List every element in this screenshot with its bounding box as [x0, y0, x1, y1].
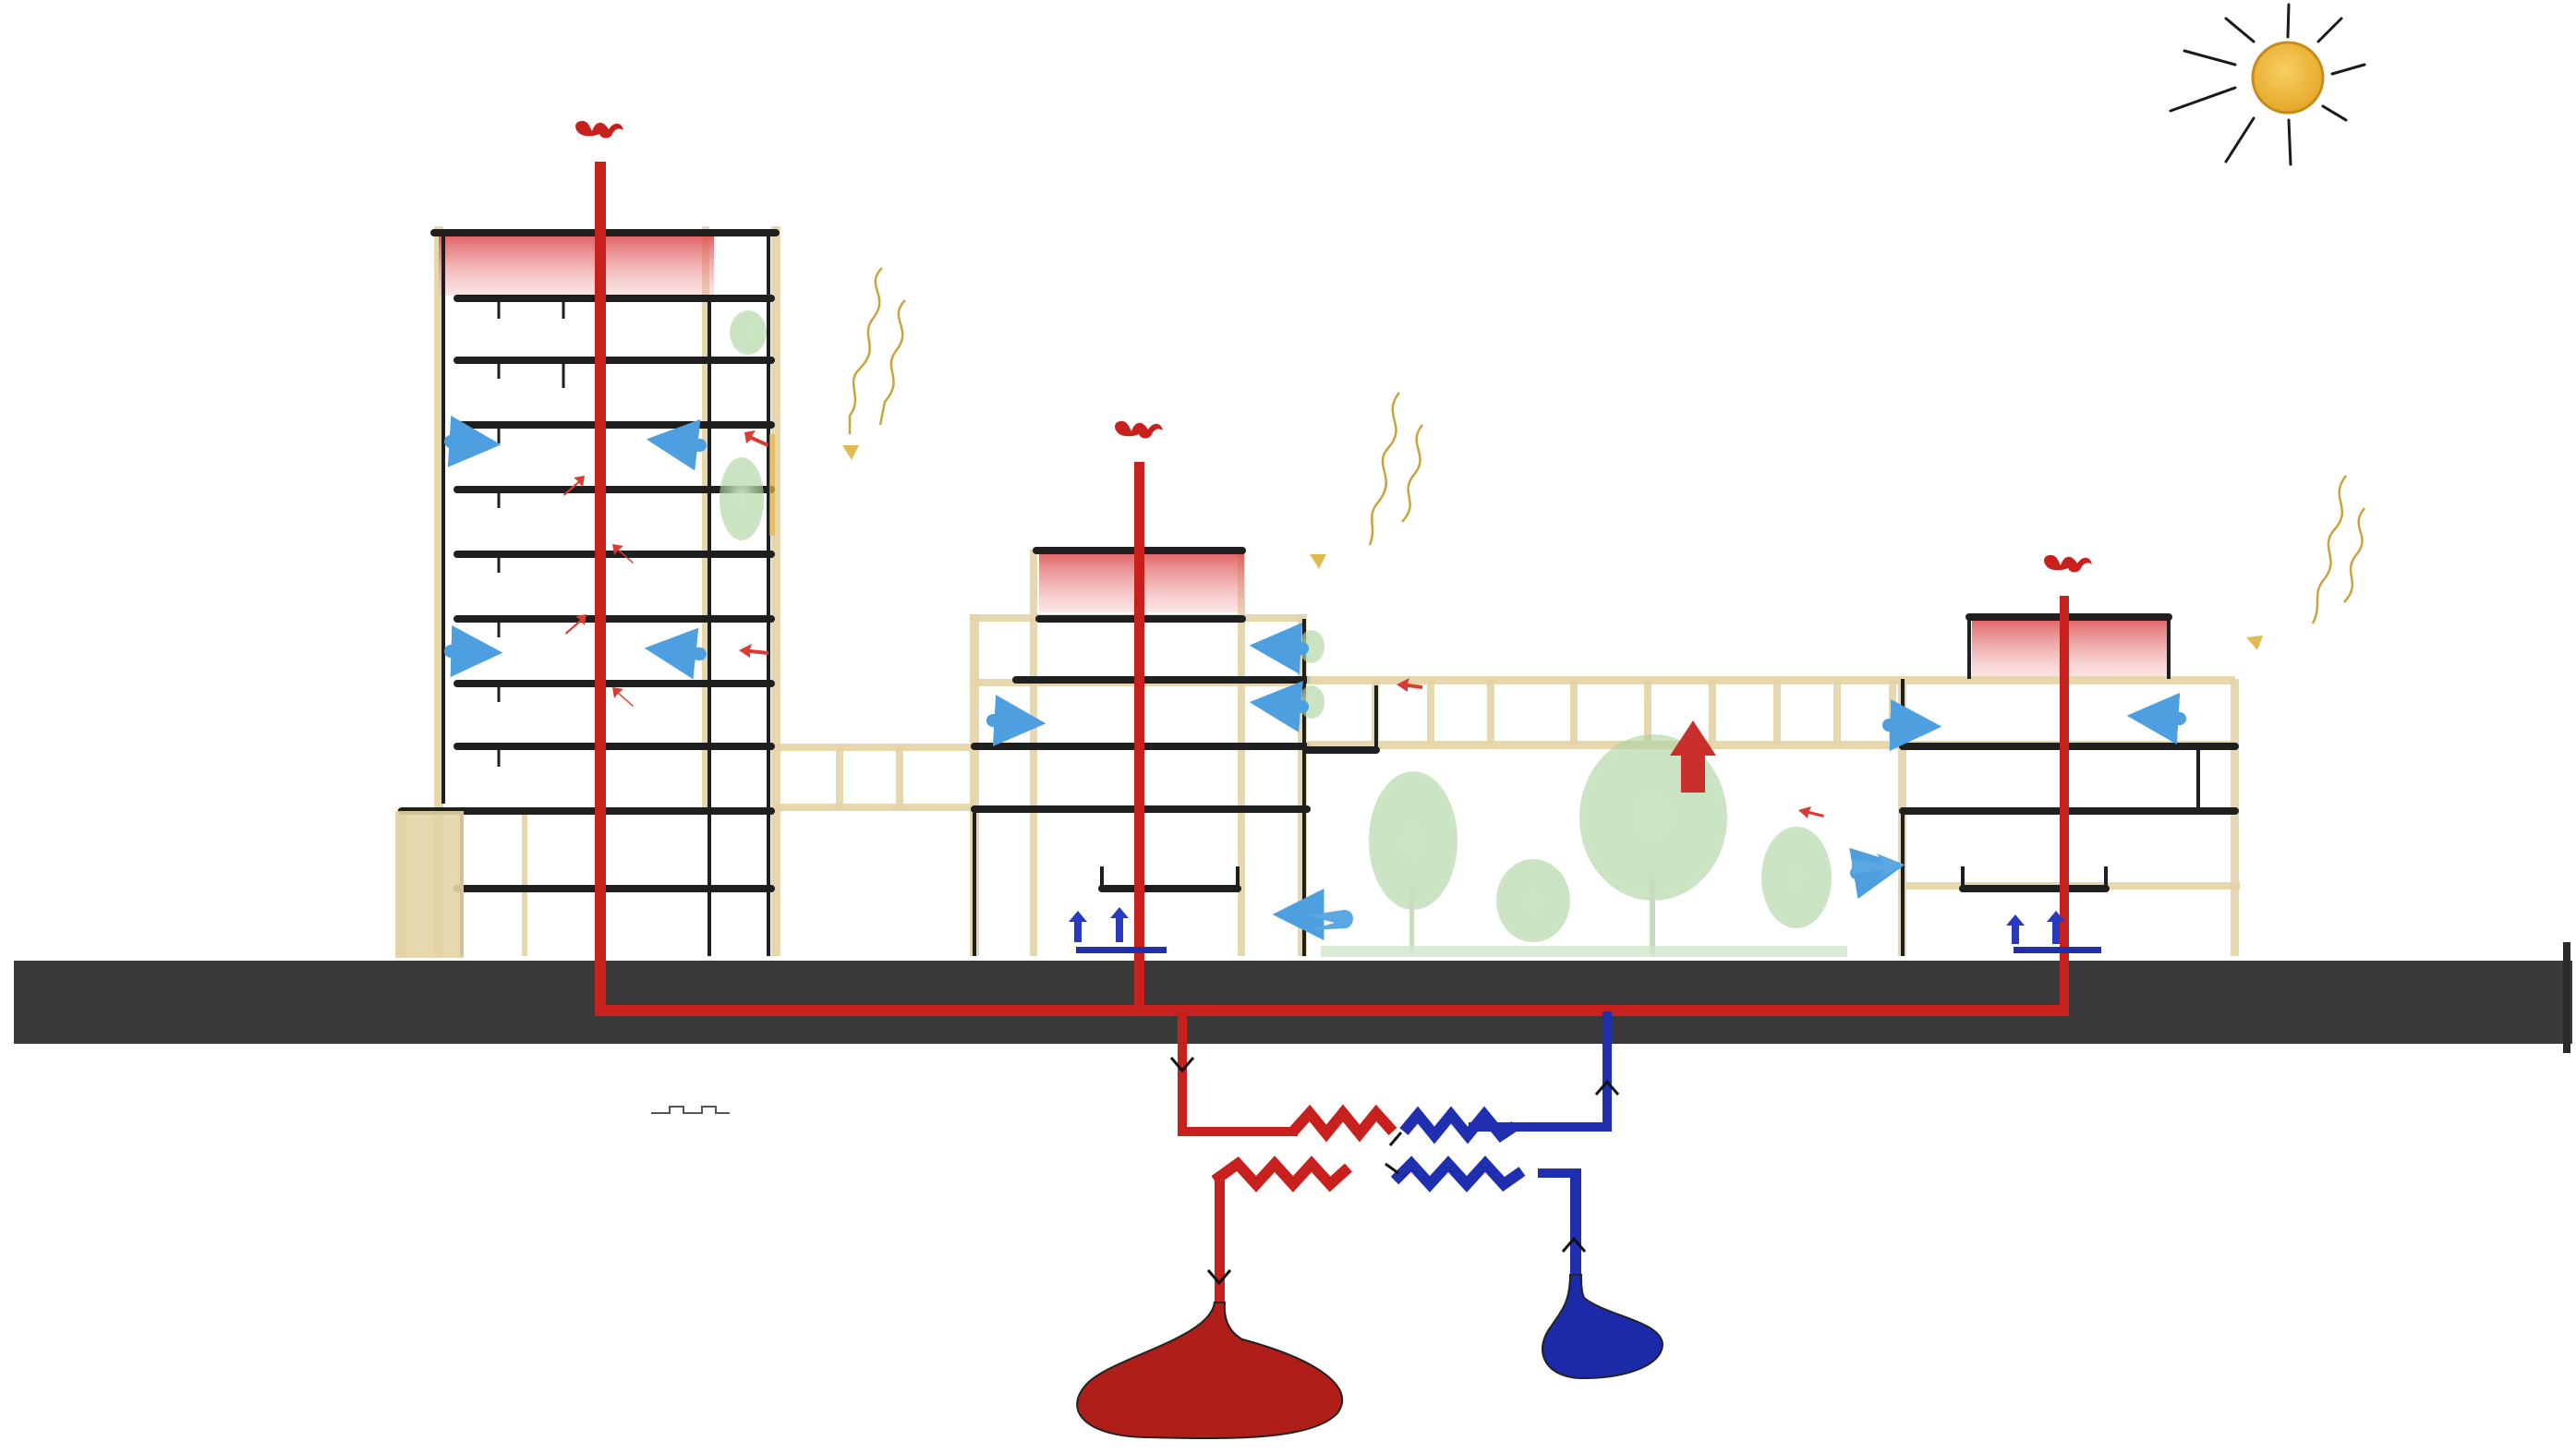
tower-podium [395, 807, 466, 958]
ground-marker [651, 1106, 730, 1114]
blue-arrow-icon [1307, 910, 1353, 930]
ground-slab [14, 961, 2572, 1044]
red-arrow-icon [563, 430, 1824, 818]
tower-slabs [403, 229, 780, 892]
flow-chevrons [1169, 1057, 1620, 1286]
atrium-roof [1303, 676, 2235, 754]
blue-arrow-icon [1852, 854, 1905, 879]
connector-left [776, 744, 974, 811]
wavy-arrow-icon [848, 267, 2365, 624]
ground-edge [2563, 942, 2570, 1053]
atrium-garden [1321, 734, 1847, 957]
zigzag-coil-icon [1211, 1104, 1526, 1193]
warm-aquifer-icon [1076, 1302, 1344, 1439]
supply-ducts [595, 162, 2069, 1136]
floor-heating-icon [1069, 907, 2101, 953]
middle-building [970, 547, 1324, 956]
sun-icon [2169, 3, 2366, 166]
exhaust-swirl-icon [575, 120, 2092, 573]
cold-aquifer-icon [1542, 1274, 1664, 1380]
